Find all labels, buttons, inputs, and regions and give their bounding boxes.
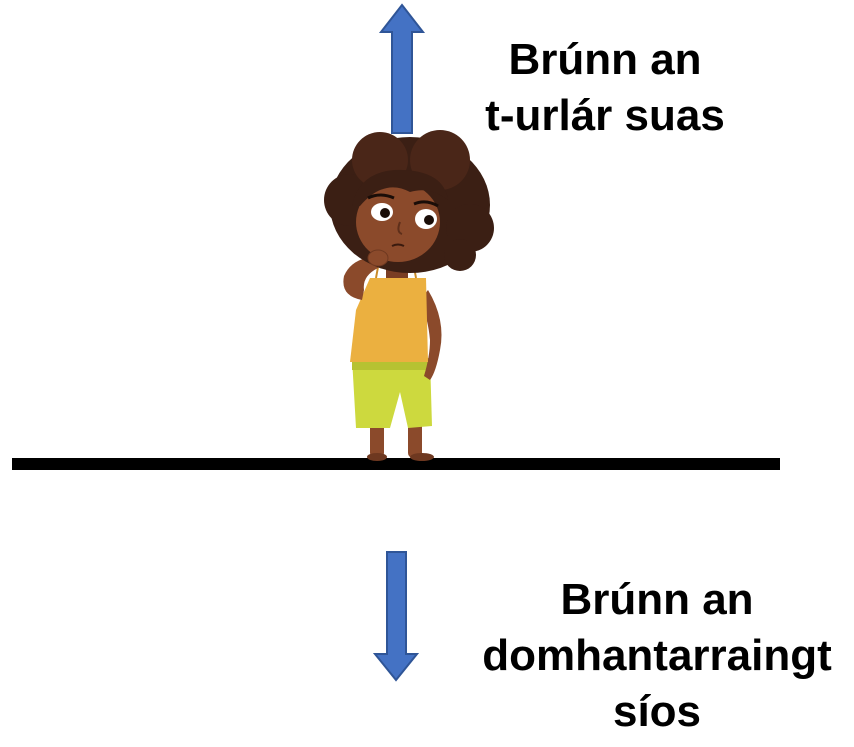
upward-force-label-line: Brúnn an [508,35,702,84]
downward-force-label-line: síos [612,687,702,736]
floor-line [12,458,780,470]
downward-force-arrow [372,551,420,682]
downward-force-label-line: domhantarraingt [482,631,832,680]
thinking-girl-icon [324,130,494,461]
upward-force-label: Brúnn an t-urlár suas [440,32,770,144]
downward-force-label-line: Brúnn an [560,575,754,624]
downward-force-label: Brúnn an domhantarraingt síos [462,572,852,740]
upward-force-arrow [378,3,426,134]
upward-force-label-line: t-urlár suas [485,91,725,140]
